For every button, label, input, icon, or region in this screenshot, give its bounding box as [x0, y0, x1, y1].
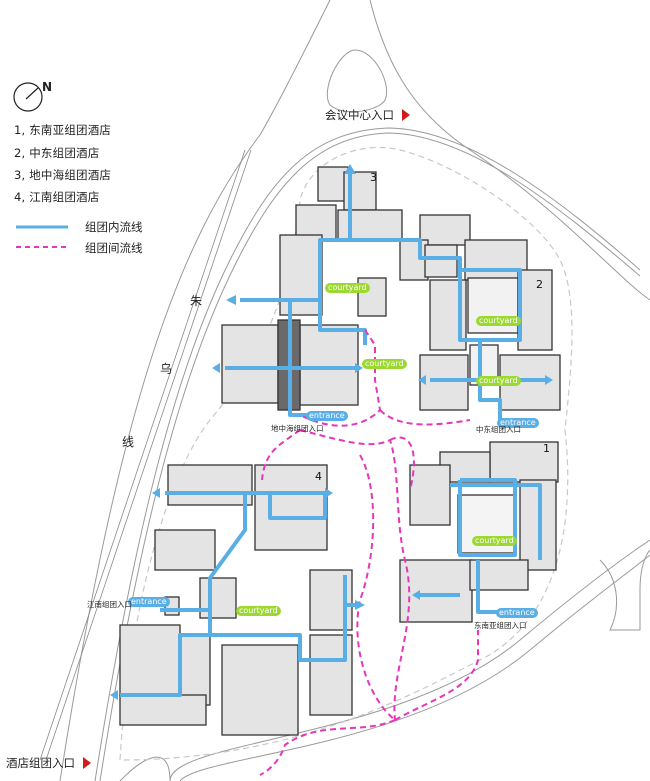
north-compass	[13, 82, 43, 112]
building-number-1: 1	[543, 442, 550, 455]
courtyard-badge: courtyard	[325, 283, 370, 293]
road-outlines	[59, 0, 650, 781]
building-number-3: 3	[370, 171, 377, 184]
legend-hotel-1: 1, 东南亚组团酒店	[14, 123, 112, 137]
cluster-3-buildings	[221, 166, 403, 411]
cluster-2-buildings	[399, 214, 561, 411]
courtyard-badge: courtyard	[472, 536, 517, 546]
courtyard-badge: courtyard	[362, 359, 407, 369]
legend-hotel-2: 2, 中东组团酒店	[14, 146, 100, 160]
middle-east-cluster-entrance-label: 中东组团入口	[476, 425, 521, 434]
road-name-char-3: 线	[122, 435, 135, 449]
legend-hotel-3: 3, 地中海组团酒店	[14, 168, 112, 182]
entrance-marker-icon	[83, 757, 91, 769]
entrance-badge: entrance	[306, 411, 348, 421]
courtyard-badge: courtyard	[476, 376, 521, 386]
zhuwu-road	[39, 149, 252, 761]
mediterranean-cluster-entrance-label: 地中海组团入口	[271, 424, 324, 433]
legend-hotel-4: 4, 江南组团酒店	[14, 190, 100, 204]
legend-line-samples	[16, 225, 68, 248]
southeast-asia-cluster-entrance-label: 东南亚组团入口	[474, 621, 527, 630]
entrance-badge: entrance	[128, 597, 170, 607]
road-name-char-2: 乌	[160, 362, 173, 376]
building-number-2: 2	[536, 278, 543, 291]
north-label: N	[42, 80, 53, 94]
hotel-cluster-entrance-label: 酒店组团入口	[6, 756, 75, 770]
road-name-char-1: 朱	[190, 294, 203, 308]
site-boundary-dashed	[119, 146, 573, 761]
entrance-badge: entrance	[496, 608, 538, 618]
hotel-cluster-entrance: 酒店组团入口	[6, 755, 91, 771]
jiangnan-cluster-entrance-label: 江南组团入口	[87, 600, 132, 609]
entrance-marker-icon	[402, 109, 410, 121]
inter-cluster-flow	[259, 329, 479, 776]
conference-center-entrance: 会议中心入口	[325, 107, 410, 123]
building-number-4: 4	[315, 470, 322, 483]
courtyard-badge: courtyard	[476, 316, 521, 326]
flow-arrowheads	[110, 164, 553, 700]
entrance-badge: entrance	[497, 418, 539, 428]
legend-intra-flow-label: 组团内流线	[85, 220, 143, 234]
courtyard-badge: courtyard	[236, 606, 281, 616]
conference-center-entrance-label: 会议中心入口	[325, 108, 394, 122]
legend-inter-flow-label: 组团间流线	[85, 241, 143, 255]
